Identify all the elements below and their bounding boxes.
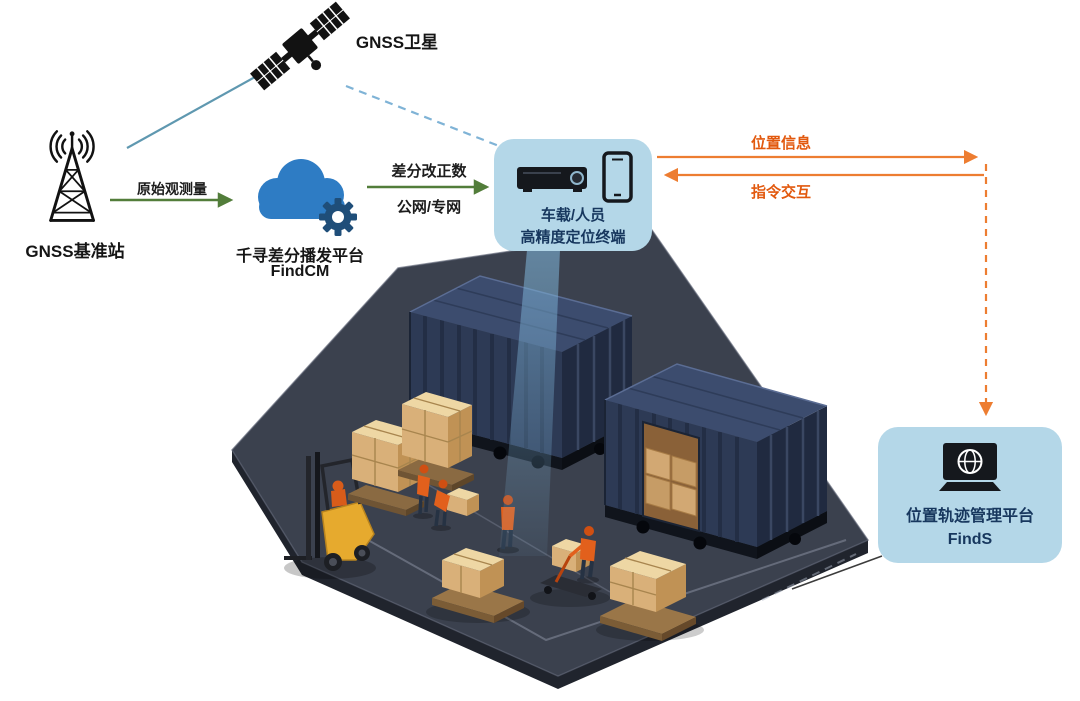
- container-2-open-door: [642, 420, 700, 533]
- worker-jack: [568, 526, 599, 584]
- pallet-jack: [530, 539, 610, 607]
- signal-line-satellite-base: [126, 71, 265, 149]
- pallet-center: [426, 548, 530, 623]
- container-2: [604, 363, 828, 547]
- pallet-stack-2: [398, 392, 474, 491]
- pallet-right: [596, 551, 704, 641]
- worker-pair: [413, 464, 451, 531]
- terminal-node: 车载/人员 高精度定位终端: [494, 139, 652, 251]
- gnss-satellite-icon: [240, 0, 360, 95]
- finds-tail-line: [791, 555, 883, 590]
- edge-label-raw-observation: 原始观测量: [137, 181, 207, 197]
- edge-label-correction: 差分改正数: [391, 163, 467, 180]
- receiver-box-icon: [517, 167, 587, 192]
- edge-label-network: 公网/专网: [396, 199, 462, 216]
- cloud-gear-icon: [235, 133, 370, 241]
- edge-label-position-info: 位置信息: [750, 135, 812, 152]
- loose-box: [447, 488, 479, 516]
- edge-label-command: 指令交互: [750, 184, 812, 201]
- gear-icon: [319, 198, 357, 236]
- cloud-platform-product: FindCM: [270, 263, 330, 280]
- management-platform-product: FindS: [947, 531, 993, 549]
- terminal-label-line1: 车载/人员: [540, 207, 606, 224]
- laptop-globe-icon: [939, 443, 1001, 491]
- terminal-label-line2: 高精度定位终端: [520, 228, 626, 246]
- smartphone-icon: [602, 151, 633, 203]
- terminal-icons: [517, 151, 633, 203]
- management-platform-label: 位置轨迹管理平台: [905, 508, 1034, 525]
- management-platform-node: 位置轨迹管理平台 FindS: [878, 427, 1062, 563]
- trailer-2: [605, 505, 827, 559]
- forklift: [284, 452, 376, 579]
- cloud-platform-name: 千寻差分播发平台: [235, 248, 365, 265]
- antenna-tower-icon: [20, 128, 130, 236]
- satellite-label: GNSS卫星: [355, 33, 439, 52]
- base-station-label: GNSS基准站: [25, 242, 125, 261]
